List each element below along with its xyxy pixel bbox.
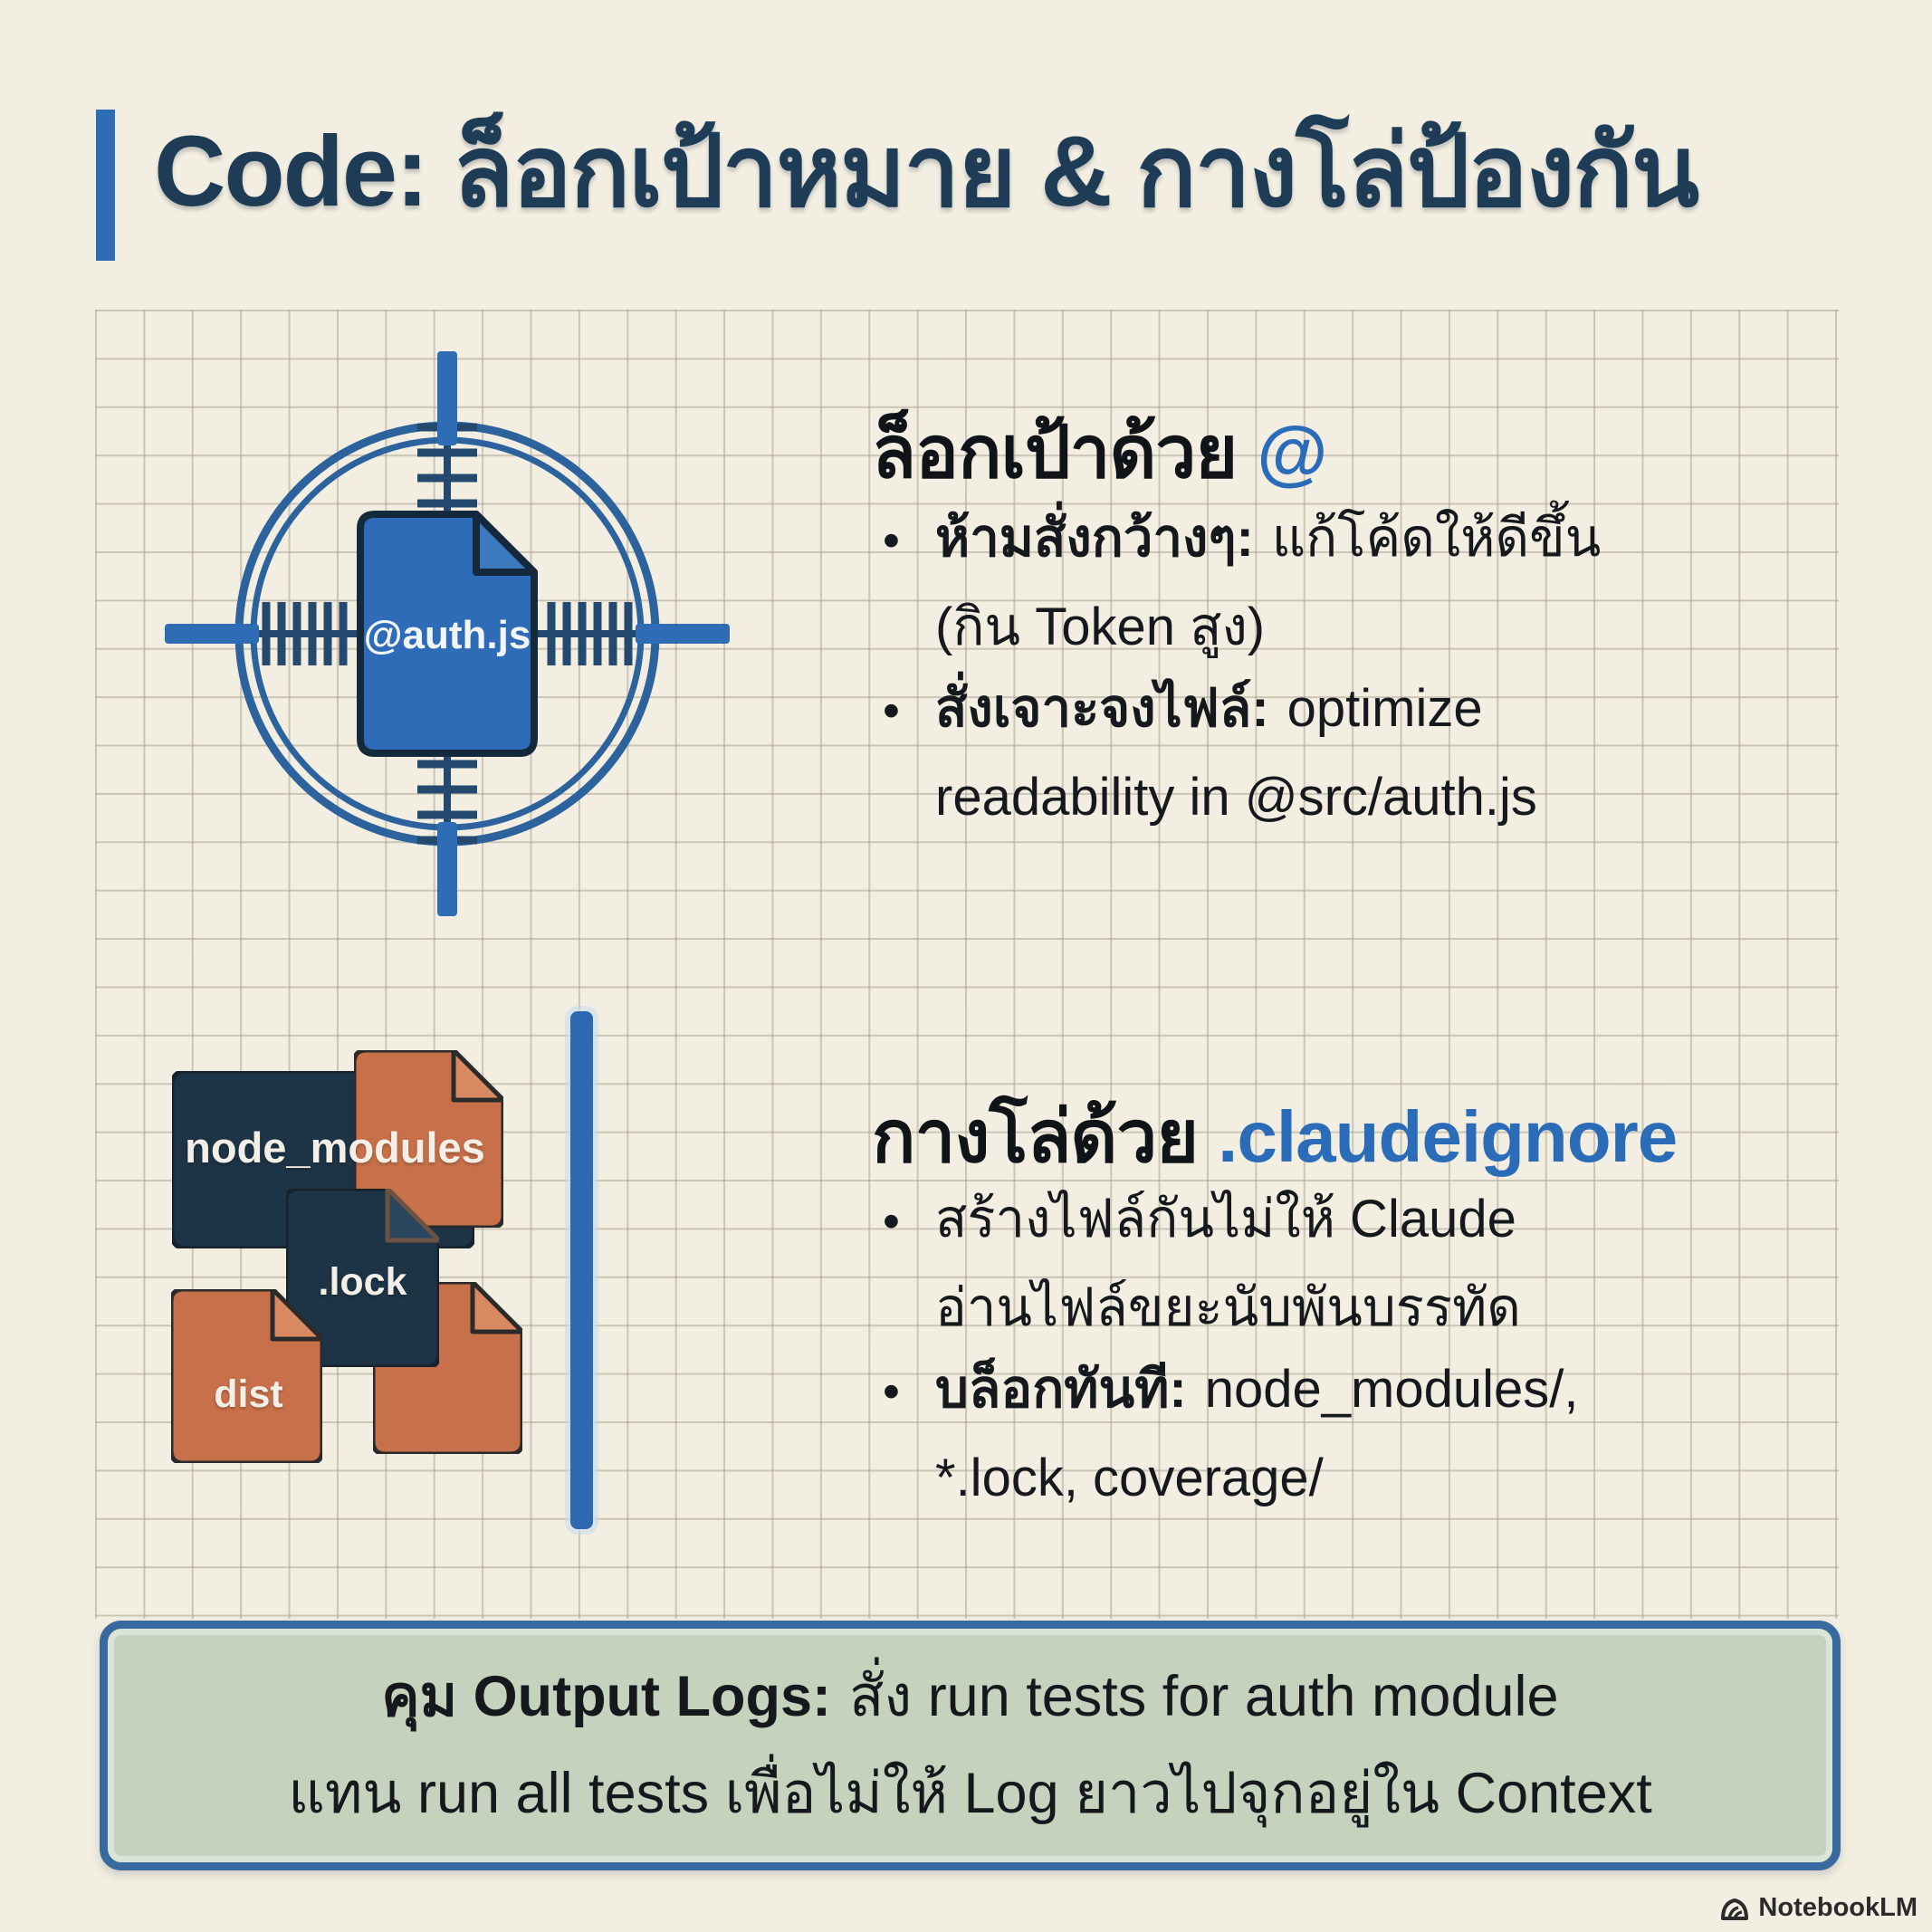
target-heading-accent: @	[1257, 412, 1327, 493]
output-logs-note-box: คุม Output Logs: สั่ง run tests for auth …	[100, 1621, 1841, 1870]
crosshair-thick-arms	[165, 351, 730, 916]
file-label-lock: .lock	[318, 1260, 407, 1304]
shield-divider-bar	[570, 1011, 593, 1529]
shield-section-heading: กางโล่ด้วย.claudeignore	[872, 1079, 1678, 1194]
crosshair-ticks	[262, 423, 633, 845]
file-icon-orange-top	[354, 1050, 503, 1228]
shield-bullet-2: • บล็อกทันที: node_modules/, *.lock, cove…	[883, 1363, 1888, 1506]
note-text: สั่ง run tests for auth module	[848, 1665, 1559, 1728]
target-bullet-2: • สั่งเจาะจงไฟล์:optimize readability in…	[883, 683, 1888, 826]
bullet-text: แก้โค้ดให้ดีขึ้น	[1271, 509, 1602, 568]
bullet-dot: •	[883, 684, 900, 738]
bullet-lead: บล็อกทันที:	[935, 1360, 1187, 1419]
bullet-text: optimize	[1286, 679, 1483, 738]
target-file-label: @auth.js	[364, 613, 531, 657]
target-file-icon: @auth.js	[357, 511, 538, 757]
bullet-text: readability in @src/auth.js	[935, 768, 1537, 827]
page-title: Code: ล็อกเป้าหมาย & กางโล่ป้องกัน	[154, 116, 1699, 227]
crosshair-target-illustration: @auth.js	[165, 351, 730, 916]
bullet-text: *.lock, coverage/	[935, 1449, 1324, 1507]
shield-heading-accent: .claudeignore	[1218, 1096, 1678, 1177]
bullet-text: (กิน Token สูง)	[935, 598, 1266, 656]
bullet-dot: •	[883, 1364, 900, 1419]
target-section-bullets: • ห้ามสั่งกว้างๆ: แก้โค้ดให้ดีขึ้น (กิน T…	[883, 512, 1888, 853]
shield-bullet-1: • สร้างไฟล์กันไม่ให้ Claude อ่านไฟล์ขยะน…	[883, 1193, 1888, 1336]
watermark-label: NotebookLM	[1758, 1893, 1918, 1922]
bullet-dot: •	[883, 1194, 900, 1248]
bullet-dot: •	[883, 513, 900, 568]
file-icon-dist	[171, 1289, 322, 1463]
bullet-text: สร้างไฟล์กันไม่ให้ Claude	[935, 1190, 1516, 1248]
note-text: แทน run all tests เพื่อไม่ให้ Log ยาวไปจ…	[288, 1762, 1652, 1825]
file-label-node-modules: node_modules	[185, 1124, 485, 1172]
bullet-text: node_modules/,	[1204, 1360, 1579, 1419]
title-accent-bar	[96, 110, 115, 261]
notebooklm-logo-icon	[1721, 1898, 1749, 1920]
bullet-lead: สั่งเจาะจงไฟล์:	[935, 679, 1269, 738]
target-heading-text: ล็อกเป้าด้วย	[872, 412, 1238, 493]
shield-heading-text: กางโล่ด้วย	[872, 1096, 1199, 1177]
file-label-dist: dist	[214, 1372, 283, 1416]
bullet-lead: ห้ามสั่งกว้างๆ:	[935, 509, 1254, 568]
watermark: NotebookLM	[1719, 1893, 1918, 1923]
target-section-heading: ล็อกเป้าด้วย@	[872, 395, 1327, 510]
bullet-text: อ่านไฟล์ขยะนับพันบรรทัด	[935, 1278, 1521, 1337]
note-lead: คุม Output Logs:	[381, 1665, 831, 1728]
target-bullet-1: • ห้ามสั่งกว้างๆ: แก้โค้ดให้ดีขึ้น (กิน T…	[883, 512, 1888, 655]
shield-section-bullets: • สร้างไฟล์กันไม่ให้ Claude อ่านไฟล์ขยะน…	[883, 1193, 1888, 1534]
